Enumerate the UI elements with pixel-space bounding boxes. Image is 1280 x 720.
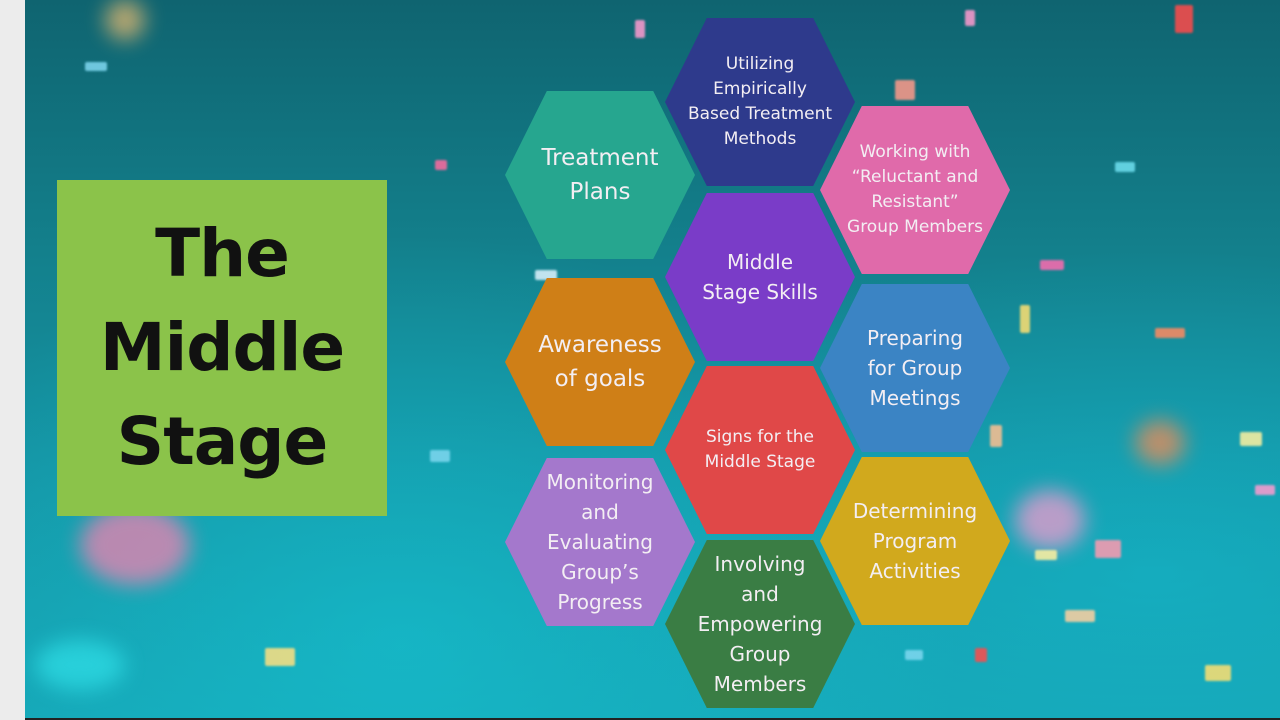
bokeh-decoration — [1015, 490, 1085, 550]
confetti-decoration — [635, 20, 645, 38]
hexagon-program-activities[interactable]: Determining Program Activities — [820, 457, 1010, 625]
hexagon-awareness-of-goals[interactable]: Awareness of goals — [505, 278, 695, 446]
confetti-decoration — [1040, 260, 1064, 270]
confetti-decoration — [1255, 485, 1275, 495]
presentation-slide: The Middle Stage Treatment Plans Utilizi… — [25, 0, 1280, 718]
hexagon-monitoring-progress[interactable]: Monitoring and Evaluating Group’s Progre… — [505, 458, 695, 626]
confetti-decoration — [435, 160, 447, 170]
hexagon-label: Awareness of goals — [538, 332, 662, 392]
title-box: The Middle Stage — [57, 180, 387, 516]
hexagon-reluctant-resistant-members[interactable]: Working with “Reluctant and Resistant” G… — [820, 106, 1010, 274]
confetti-decoration — [265, 648, 295, 666]
confetti-decoration — [535, 270, 557, 280]
hexagon-empirically-based-methods[interactable]: Utilizing Empirically Based Treatment Me… — [665, 18, 855, 186]
hexagon-label: Utilizing Empirically Based Treatment Me… — [687, 54, 833, 149]
bottom-border — [25, 718, 1280, 720]
hexagon-label: Working with “Reluctant and Resistant” G… — [847, 142, 983, 237]
confetti-decoration — [1035, 550, 1057, 560]
hexagon-signs-middle-stage[interactable]: Signs for the Middle Stage — [665, 366, 855, 534]
hexagon-middle-stage-skills[interactable]: Middle Stage Skills — [665, 193, 855, 361]
confetti-decoration — [85, 62, 107, 71]
confetti-decoration — [1115, 162, 1135, 172]
bokeh-decoration — [35, 640, 125, 690]
hexagon-involving-empowering[interactable]: Involving and Empowering Group Members — [665, 540, 855, 708]
confetti-decoration — [1175, 5, 1193, 33]
hexagon-label: Determining Program Activities — [852, 499, 978, 583]
confetti-decoration — [1205, 665, 1231, 681]
hexagon-label: Signs for the Middle Stage — [704, 427, 816, 472]
confetti-decoration — [1065, 610, 1095, 622]
slide-title: The Middle Stage — [99, 215, 345, 480]
confetti-decoration — [990, 425, 1002, 447]
confetti-decoration — [895, 80, 915, 100]
confetti-decoration — [905, 650, 923, 660]
confetti-decoration — [430, 450, 450, 462]
confetti-decoration — [1155, 328, 1185, 338]
hexagon-label: Preparing for Group Meetings — [867, 326, 963, 410]
confetti-decoration — [975, 648, 987, 662]
hexagon-label: Involving and Empowering Group Members — [697, 552, 823, 696]
hexagon-label: Middle Stage Skills — [702, 250, 818, 304]
confetti-decoration — [1020, 305, 1030, 333]
hexagon-preparing-meetings[interactable]: Preparing for Group Meetings — [820, 284, 1010, 452]
bokeh-decoration — [105, 0, 145, 40]
bokeh-decoration — [80, 505, 190, 585]
hexagon-treatment-plans[interactable]: Treatment Plans — [505, 91, 695, 259]
hexagon-label: Monitoring and Evaluating Group’s Progre… — [546, 470, 654, 614]
bokeh-decoration — [1135, 420, 1185, 465]
confetti-decoration — [1095, 540, 1121, 558]
hexagon-label: Treatment Plans — [541, 145, 659, 205]
confetti-decoration — [965, 10, 975, 26]
confetti-decoration — [1240, 432, 1262, 446]
